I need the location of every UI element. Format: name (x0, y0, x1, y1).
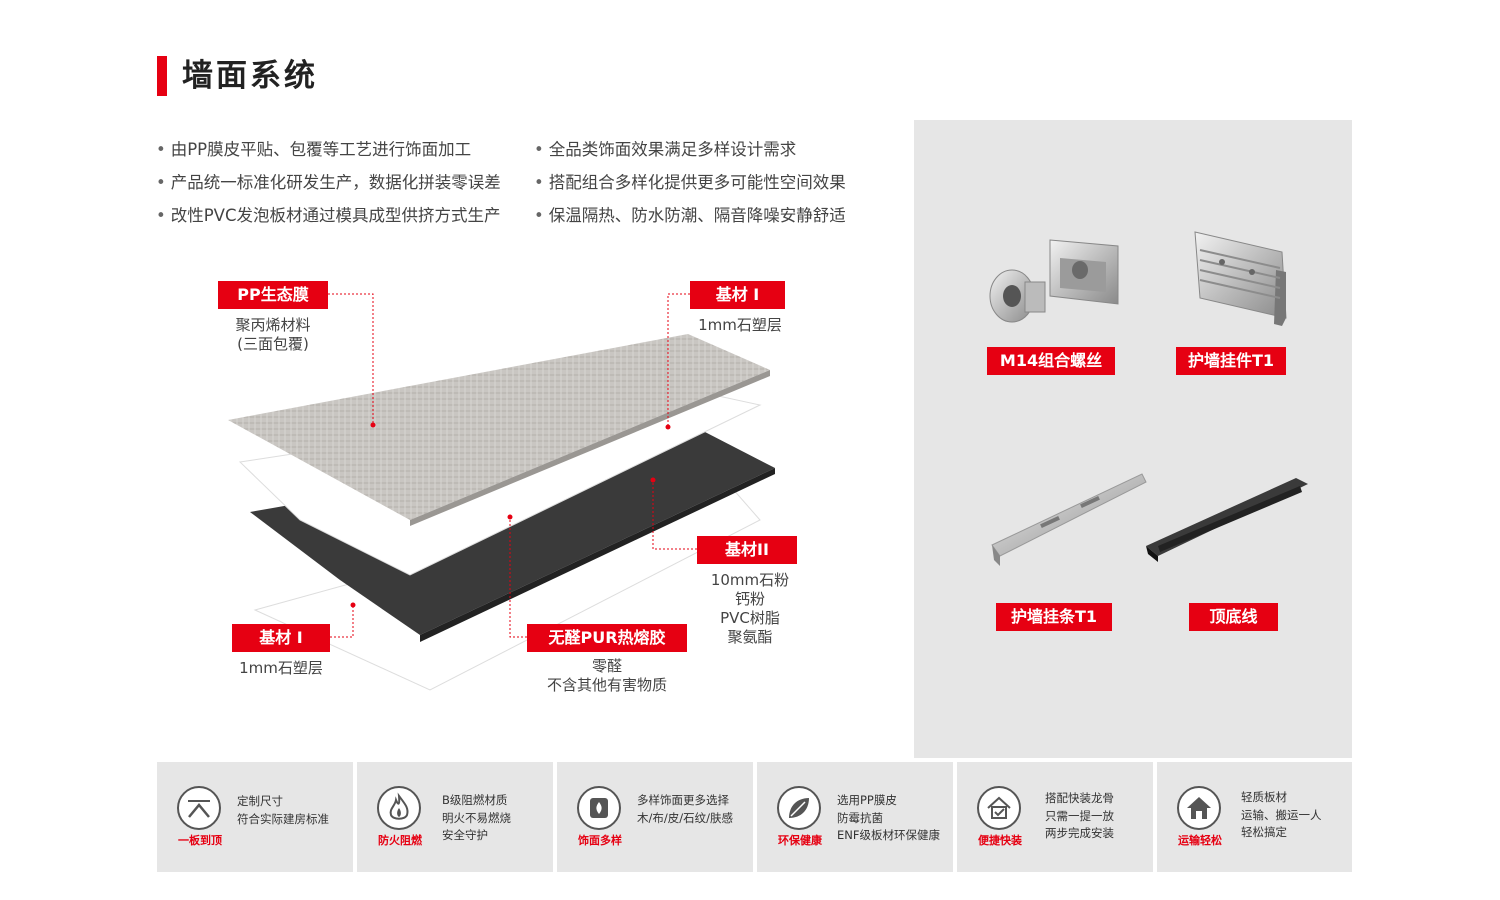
desc-glue: 零醛 不含其他有害物质 (546, 657, 667, 694)
title-accent-bar (157, 56, 167, 96)
bullet-list-right: 全品类饰面效果满足多样设计需求 搭配组合多样化提供更多可能性空间效果 保温隔热、… (534, 133, 846, 232)
feature-desc: 轻质板材运输、搬运一人轻松搞定 (1241, 790, 1322, 839)
desc-base2: 10mm石粉 钙粉 PVC树脂 聚氨酯 (710, 571, 790, 646)
house-icon (1177, 786, 1221, 830)
accessory-label-trim: 顶底线 (1189, 603, 1278, 631)
flame-icon (377, 786, 421, 830)
bullet-item: 保温隔热、防水防潮、隔音降噪安静舒适 (534, 199, 846, 232)
bullet-list-left: 由PP膜皮平贴、包覆等工艺进行饰面加工 产品统一标准化研发生产，数据化拼装零误差… (156, 133, 501, 232)
feature-title: 饰面多样 (578, 834, 622, 847)
tag-pp-film: PP生态膜 (218, 281, 328, 309)
feature-card: 一板到顶 定制尺寸符合实际建房标准 (157, 762, 353, 872)
feature-title: 一板到顶 (178, 834, 222, 847)
feature-title: 运输轻松 (1178, 834, 1222, 847)
bullet-item: 搭配组合多样化提供更多可能性空间效果 (534, 166, 846, 199)
bullet-item: 由PP膜皮平贴、包覆等工艺进行饰面加工 (156, 133, 501, 166)
accessory-label-strip: 护墙挂条T1 (996, 603, 1112, 631)
feature-desc: 定制尺寸符合实际建房标准 (237, 794, 329, 826)
arrow-up-ceiling-icon (177, 786, 221, 830)
desc-base1-top: 1mm石塑层 (698, 316, 782, 334)
bullet-item: 产品统一标准化研发生产，数据化拼装零误差 (156, 166, 501, 199)
bullet-item: 全品类饰面效果满足多样设计需求 (534, 133, 846, 166)
desc-pp-film: 聚丙烯材料 (三面包覆) (235, 316, 311, 353)
page-title: 墙面系统 (182, 58, 318, 94)
layer-pp-film (228, 334, 770, 520)
tag-base2: 基材II (697, 536, 797, 564)
leaf-icon (777, 786, 821, 830)
marker-dot (507, 514, 513, 520)
leader-pp-film (328, 293, 374, 425)
bullet-item: 改性PVC发泡板材通过模具成型供挤方式生产 (156, 199, 501, 232)
feature-title: 便捷快装 (978, 834, 1022, 847)
tag-base1-top: 基材 I (690, 281, 785, 309)
feature-card: 饰面多样 多样饰面更多选择木/布/皮/石纹/肤感 (557, 762, 753, 872)
feature-desc: 多样饰面更多选择木/布/皮/石纹/肤感 (637, 793, 733, 825)
house-check-icon (977, 786, 1021, 830)
leader-glue (509, 517, 527, 638)
feature-desc: B级阻燃材质明火不易燃烧安全守护 (442, 793, 511, 842)
marker-dot (370, 422, 376, 428)
desc-base1-bottom: 1mm石塑层 (239, 659, 323, 677)
marker-dot (650, 477, 656, 483)
marker-dot (665, 424, 671, 430)
leader-base2 (652, 480, 697, 550)
feature-title: 防火阻燃 (378, 834, 422, 847)
tag-base1-bottom: 基材 I (232, 624, 330, 652)
accessory-label-screw: M14组合螺丝 (987, 347, 1115, 375)
feature-title: 环保健康 (778, 834, 822, 847)
feature-card: 防火阻燃 B级阻燃材质明火不易燃烧安全守护 (357, 762, 553, 872)
accessory-label-hanger: 护墙挂件T1 (1176, 347, 1286, 375)
layer-pp-film-edge (410, 370, 770, 526)
leader-base1-top (667, 293, 690, 427)
tag-glue: 无醛PUR热熔胶 (527, 624, 687, 652)
feature-card: 便捷快装 搭配快装龙骨只需一提一放两步完成安装 (957, 762, 1153, 872)
leader-base1-bottom (330, 605, 354, 638)
marker-dot (350, 602, 356, 608)
palette-icon (577, 786, 621, 830)
feature-desc: 搭配快装龙骨只需一提一放两步完成安装 (1045, 791, 1114, 840)
feature-card: 运输轻松 轻质板材运输、搬运一人轻松搞定 (1157, 762, 1352, 872)
layer-glue (238, 391, 762, 576)
accessories-panel (914, 120, 1352, 758)
